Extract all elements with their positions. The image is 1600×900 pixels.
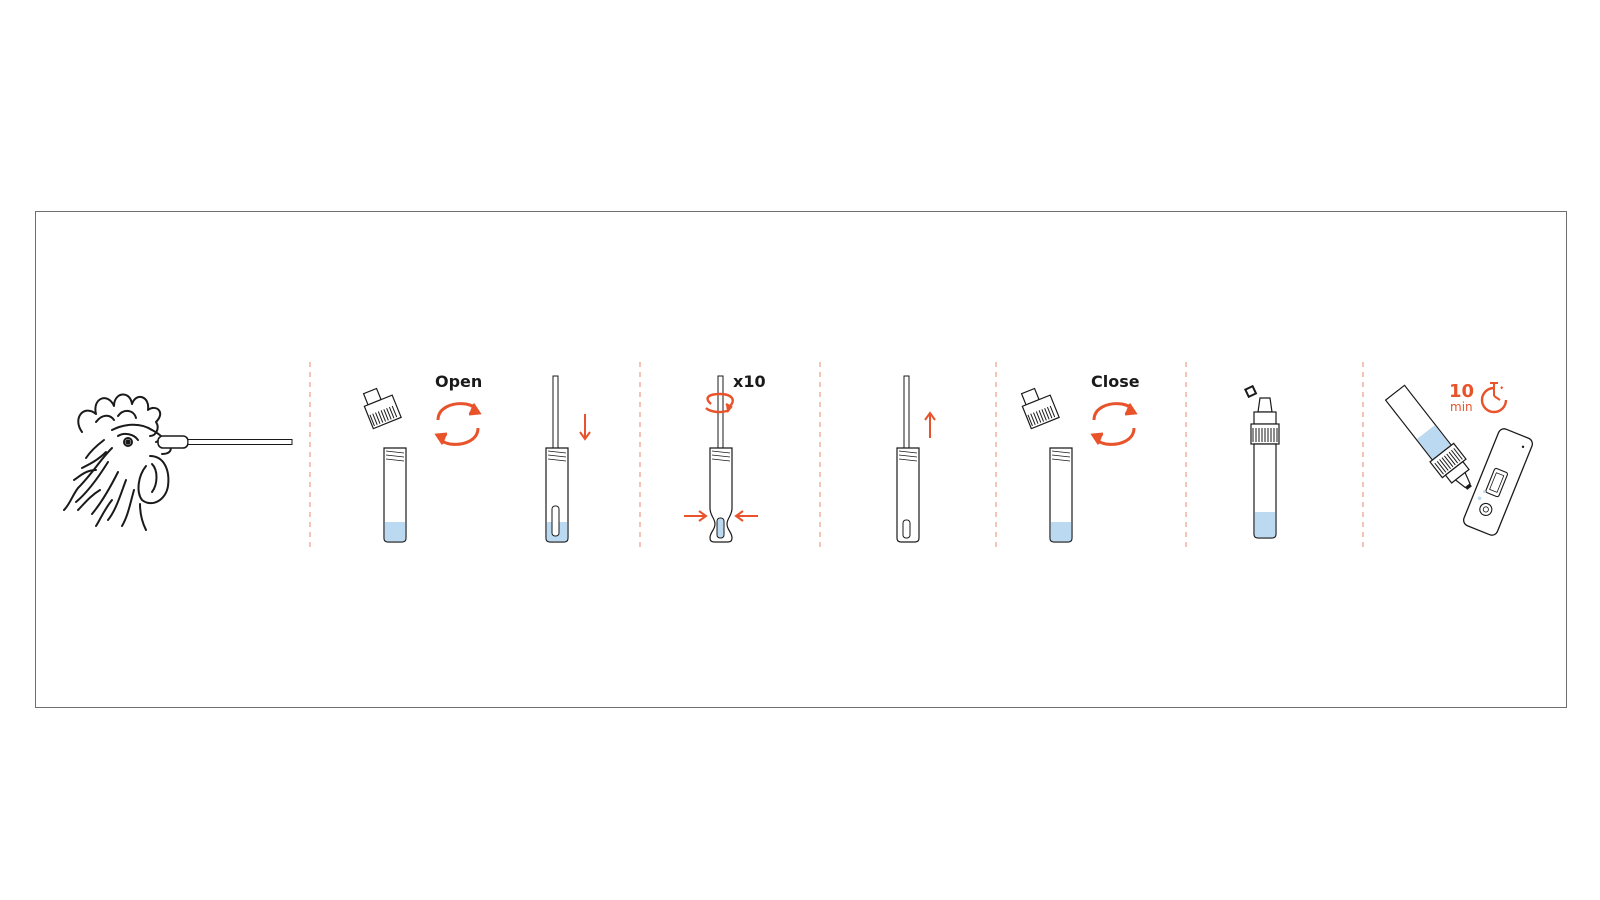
rotate-arrows-icon (434, 402, 482, 446)
rotate-arrows-close-icon (1090, 402, 1138, 446)
rotate-count-label: x10 (733, 372, 766, 391)
timer-unit: min (1450, 400, 1473, 414)
swab-remove-icon (896, 375, 920, 543)
test-cassette-icon (1462, 428, 1534, 536)
step-dividers (309, 362, 1364, 552)
dropper-applying-icon (1384, 384, 1472, 490)
timer-icon (1480, 382, 1508, 414)
tube-icon (383, 447, 407, 543)
squeeze-arrows-icon (684, 510, 758, 522)
rotate-swab-icon (705, 392, 734, 414)
timer-value: 10 (1449, 381, 1475, 402)
cap-close-icon (1020, 387, 1060, 430)
rooster-icon (63, 393, 179, 531)
arrow-down-icon (579, 414, 591, 441)
close-label: Close (1091, 372, 1140, 391)
open-label: Open (435, 372, 483, 391)
tube-close-icon (1049, 447, 1073, 543)
swab-in-tube-icon (545, 375, 569, 543)
cap-icon (362, 387, 402, 430)
squeeze-tube-icon (709, 375, 733, 543)
swab-icon (157, 435, 293, 449)
arrow-up-icon (924, 411, 936, 438)
dropper-tube-icon (1244, 384, 1280, 539)
instruction-panel (35, 211, 1567, 708)
